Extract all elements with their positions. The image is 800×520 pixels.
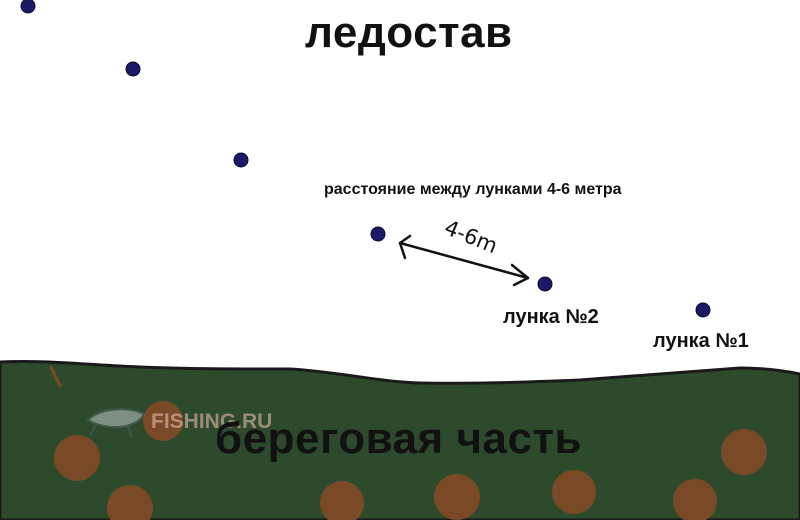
twig	[49, 365, 62, 388]
shore-area	[0, 359, 800, 520]
stone	[721, 429, 767, 475]
fishing-lure-icon	[86, 408, 146, 439]
ice-zone-title: ледостав	[305, 8, 513, 57]
distance-mark: 4-6m	[441, 215, 501, 258]
hole	[370, 226, 386, 242]
holes	[20, 0, 711, 318]
stone	[143, 401, 183, 441]
stone	[673, 479, 717, 520]
stone	[107, 485, 153, 520]
hole	[20, 0, 36, 14]
hole	[233, 152, 249, 168]
stones	[54, 401, 767, 520]
distance-arrow-icon	[398, 234, 530, 287]
hole	[125, 61, 141, 77]
watermark-label: FISHING.RU	[151, 410, 273, 433]
shore-zone-title: береговая часть	[215, 414, 583, 463]
hole-1-label: лунка №1	[653, 330, 749, 352]
hole-2	[537, 276, 553, 292]
distance-caption: расстояние между лунками 4-6 метра	[324, 181, 622, 198]
stone	[552, 470, 596, 514]
hole-2-label: лунка №2	[503, 306, 599, 328]
stone	[320, 481, 364, 520]
hole-1	[695, 302, 711, 318]
stone	[434, 474, 480, 520]
stone	[54, 435, 100, 481]
